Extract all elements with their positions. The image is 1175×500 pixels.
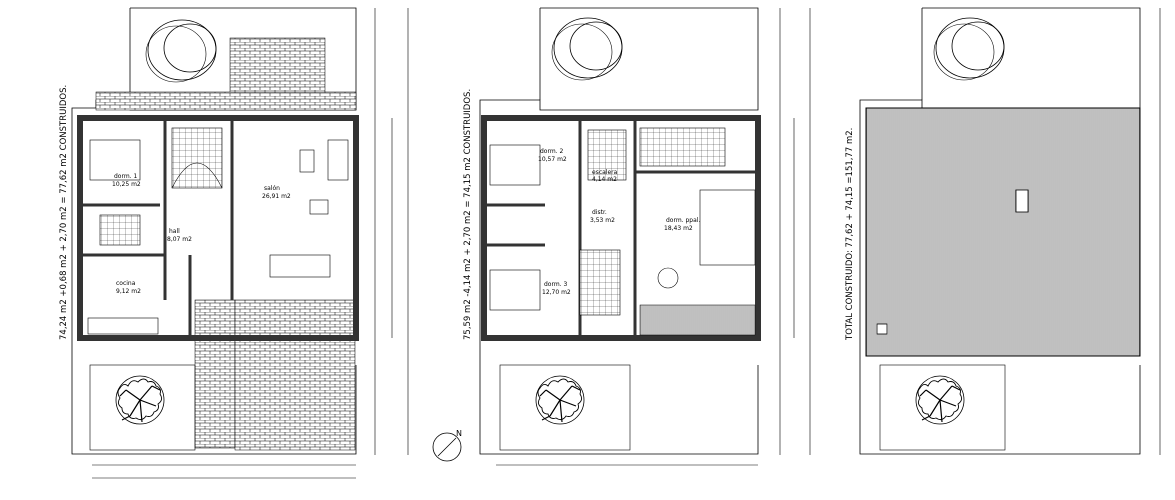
room-dormppal: dorm. ppal. 18,43 m2 [664, 217, 700, 232]
room-area: 10,25 m2 [112, 181, 141, 188]
upper-floor-caption: 75,59 m2 -4,14 m2 + 2,70 m2 = 74,15 m2 C… [463, 89, 473, 340]
roof-caption: TOTAL CONSTRUIDO: 77,62 + 74,15 =151,77 … [845, 128, 855, 341]
room-area: 26,91 m2 [262, 193, 291, 200]
roof-plan: TOTAL CONSTRUIDO: 77,62 + 74,15 =151,77 … [845, 7, 1161, 455]
room-salon: salón 26,91 m2 [262, 185, 291, 200]
room-area: 18,43 m2 [664, 225, 693, 232]
room-area: 3,53 m2 [590, 217, 615, 224]
room-escalera: escalera 4,14 m2 [592, 169, 618, 183]
room-area: 8,07 m2 [167, 236, 192, 243]
room-dorm1: dorm. 1 10,25 m2 [112, 173, 141, 188]
room-area: 9,12 m2 [116, 288, 141, 295]
room-name: hall [169, 228, 180, 235]
room-distr: distr. 3,53 m2 [590, 209, 615, 224]
room-cocina: cocina 9,12 m2 [116, 280, 141, 295]
north-label: N [456, 429, 462, 438]
room-hall: hall 8,07 m2 [167, 228, 192, 243]
room-name: dorm. 1 [114, 173, 138, 180]
ground-floor-caption: 74,24 m2 +0,68 m2 + 2,70 m2 = 77,62 m2 C… [59, 85, 69, 340]
ground-floor-plan: dorm. 1 10,25 m2 salón 26,91 m2 hall 8,0… [59, 7, 409, 479]
room-area: 10,57 m2 [538, 156, 567, 163]
room-name: dorm. 3 [544, 281, 568, 288]
room-dorm2: dorm. 2 10,57 m2 [538, 148, 567, 163]
north-arrow: N [432, 429, 462, 462]
room-name: dorm. ppal. [666, 217, 700, 224]
upper-floor-plan: dorm. 2 10,57 m2 escalera 4,14 m2 distr.… [463, 7, 811, 466]
room-name: cocina [116, 280, 136, 287]
room-name: salón [264, 185, 280, 192]
room-name: escalera [592, 169, 618, 176]
room-name: distr. [592, 209, 607, 216]
room-area: 4,14 m2 [592, 176, 617, 183]
room-dorm3: dorm. 3 12,70 m2 [542, 281, 571, 296]
room-name: dorm. 2 [540, 148, 564, 155]
room-area: 12,70 m2 [542, 289, 571, 296]
